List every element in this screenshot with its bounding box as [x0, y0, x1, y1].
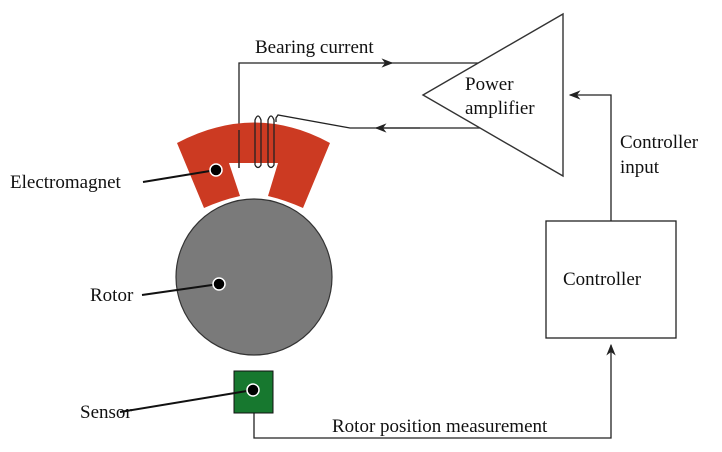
measurement-label: Rotor position measurement — [332, 416, 548, 437]
rotor — [175, 198, 333, 356]
power-amplifier-label-1: Power — [465, 74, 514, 95]
electromagnet-label: Electromagnet — [10, 172, 122, 193]
sensor-label: Sensor — [80, 402, 132, 423]
rotor-dot — [212, 277, 226, 291]
measurement-wire — [253, 343, 616, 439]
coil-winding — [238, 115, 275, 169]
bearing-current-wire-return — [275, 114, 480, 129]
rotor-leader — [141, 283, 220, 296]
controller-input-label-1: Controller — [620, 132, 699, 153]
controller-input-wire — [568, 90, 612, 221]
controller-input-label-2: input — [620, 157, 660, 178]
sensor-dot — [246, 383, 260, 397]
power-amplifier — [421, 12, 564, 178]
controller-box — [545, 220, 677, 339]
controller-label: Controller — [563, 269, 642, 290]
electromagnet-leader — [142, 169, 217, 183]
bearing-current-label: Bearing current — [255, 37, 374, 58]
power-amplifier-label-2: amplifier — [465, 98, 535, 119]
rotor-label: Rotor — [90, 285, 134, 306]
electromagnet-dot — [209, 163, 223, 177]
sensor-leader — [119, 389, 254, 413]
electromagnet — [177, 122, 330, 208]
